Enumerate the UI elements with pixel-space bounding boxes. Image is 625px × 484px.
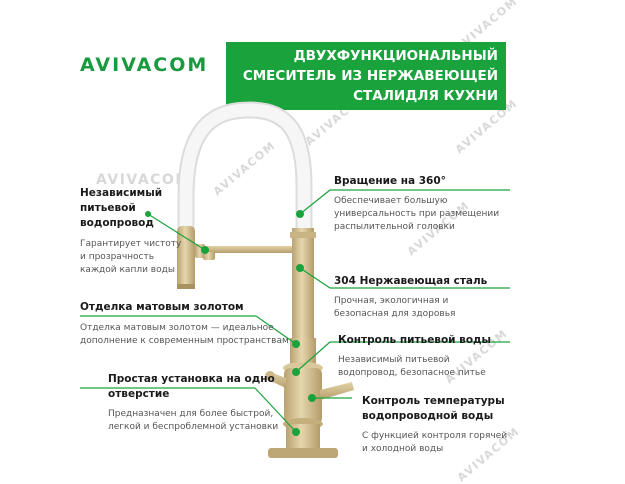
feature-title: Отделка матовым золотом [80,301,244,313]
banner-line: СТАЛИДЛЯ КУХНИ [353,88,498,104]
feature-desc: Прочная, экологичная и [334,296,449,306]
feature-rotation: Вращение на 360° Обеспечивает большую ун… [334,174,499,234]
feature-desc: каждой капли воды [80,265,175,275]
title-banner: ДВУХФУНКЦИОНАЛЬНЫЙ СМЕСИТЕЛЬ ИЗ НЕРЖАВЕЮ… [226,42,506,110]
feature-desc: Отделка матовым золотом — идеальное [80,323,274,333]
feature-desc: Обеспечивает большую [334,196,448,206]
feature-title: 304 Нержавеющая сталь [334,275,488,287]
feature-title: Контроль температуры [362,395,505,407]
feature-title: Независимый [80,187,163,199]
banner-line: ДВУХФУНКЦИОНАЛЬНЫЙ [293,48,498,64]
feature-title: Вращение на 360° [334,175,446,187]
feature-desc: и холодной воды [362,444,444,454]
feature-title: отверстие [108,388,170,400]
feature-desc: безопасная для здоровья [334,309,456,319]
feature-desc: распылительной головки [334,222,455,232]
watermark: AVIVACOM [96,172,191,188]
faucet-illustration [80,101,510,458]
feature-stainless-steel: 304 Нержавеющая сталь Прочная, экологичн… [334,274,487,321]
feature-desc: водопровод, безопасное питье [338,368,486,378]
feature-title: Контроль питьевой воды [338,334,492,346]
feature-title: питьевой [80,202,136,214]
feature-drinking-control: Контроль питьевой воды Независимый питье… [338,333,491,380]
feature-desc: Предназначен для более быстрой, [108,409,274,419]
feature-desc: Независимый питьевой [338,355,450,365]
feature-temperature: Контроль температуры водопроводной воды [362,394,505,424]
feature-installation: Простая установка на одно отверстие Пред… [108,372,278,434]
brand-logo: AVIVACOM [80,54,209,76]
banner-line: СМЕСИТЕЛЬ ИЗ НЕРЖАВЕЮЩЕЙ [242,68,498,84]
feature-desc: легкой и беспроблемной установки [108,422,279,432]
feature-desc: и прозрачность [80,252,155,262]
feature-desc: дополнение к современным пространствам [80,336,289,346]
feature-title: Простая установка на одно [108,373,275,385]
feature-desc: универсальность при размещении [334,209,500,219]
feature-desc: С функцией контроля горячей [362,431,508,441]
feature-title: водопроводной воды [362,410,494,422]
feature-desc: Гарантирует чистоту [80,239,182,249]
feature-title: водопровод [80,217,154,229]
feature-temperature-desc: С функцией контроля горячей и холодной в… [362,430,507,456]
feature-matte-gold: Отделка матовым золотом Отделка матовым … [80,300,289,348]
feature-drinking-pipeline: Независимый питьевой водопровод Гарантир… [80,186,181,277]
